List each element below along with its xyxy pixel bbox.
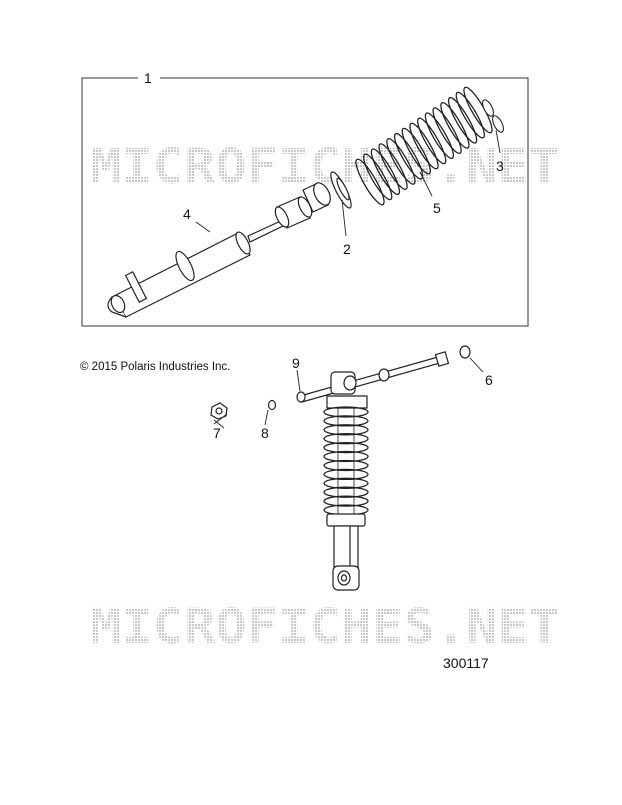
assembled-shock-lower [326, 513, 366, 591]
spring-coil [323, 495, 369, 507]
leader-lines-bottom [213, 357, 484, 429]
spring-coil [323, 459, 369, 472]
spring-coil [363, 153, 393, 201]
spring-coil [393, 132, 424, 180]
leader-lines-top [195, 129, 501, 237]
callout-2: 2 [343, 241, 351, 257]
callout-1: 1 [144, 70, 152, 86]
spring-coil [424, 112, 455, 160]
spring-coil [323, 468, 369, 481]
spring-coil [323, 406, 369, 418]
spring-coil [386, 138, 416, 185]
spring-coil [417, 117, 447, 165]
watermark-bottom: MICROFICHES.NET [90, 599, 560, 655]
callout-4: 4 [183, 206, 191, 222]
spring-coil [447, 96, 478, 144]
spring-coil [323, 477, 369, 489]
spring-seat-item-2 [330, 171, 352, 209]
spring-coil [323, 450, 369, 463]
spring-coil [401, 127, 431, 175]
spring-coil [323, 424, 369, 436]
spring-coil [378, 143, 408, 190]
spring-coil [409, 122, 439, 170]
spring-coil [323, 415, 369, 427]
spring-item-5 [355, 86, 493, 206]
spring-coil [455, 91, 485, 139]
washer-item-9 [296, 391, 306, 403]
callout-9: 9 [292, 355, 300, 371]
callout-3: 3 [496, 158, 504, 174]
spring-coil [432, 107, 462, 154]
copyright-text: © 2015 Polaris Industries Inc. [80, 361, 231, 373]
washer-right [378, 368, 390, 382]
shock-body-item-4 [107, 182, 331, 318]
washer-item-8 [267, 399, 277, 411]
assembled-spring [323, 406, 369, 516]
assembly-box [81, 77, 529, 327]
spring-coil [323, 441, 369, 454]
spring-coil [323, 433, 369, 445]
callout-8: 8 [261, 425, 269, 441]
drawing-number: 300117 [443, 655, 489, 671]
spring-coil [370, 148, 401, 196]
keeper-item-3 [482, 99, 504, 133]
callout-5: 5 [433, 200, 441, 216]
spring-coil [355, 158, 385, 206]
callout-6: 6 [485, 372, 493, 388]
callout-7: 7 [213, 425, 221, 441]
spring-coil [323, 486, 369, 498]
assembled-shock [210, 345, 471, 420]
spring-coil [440, 102, 470, 149]
